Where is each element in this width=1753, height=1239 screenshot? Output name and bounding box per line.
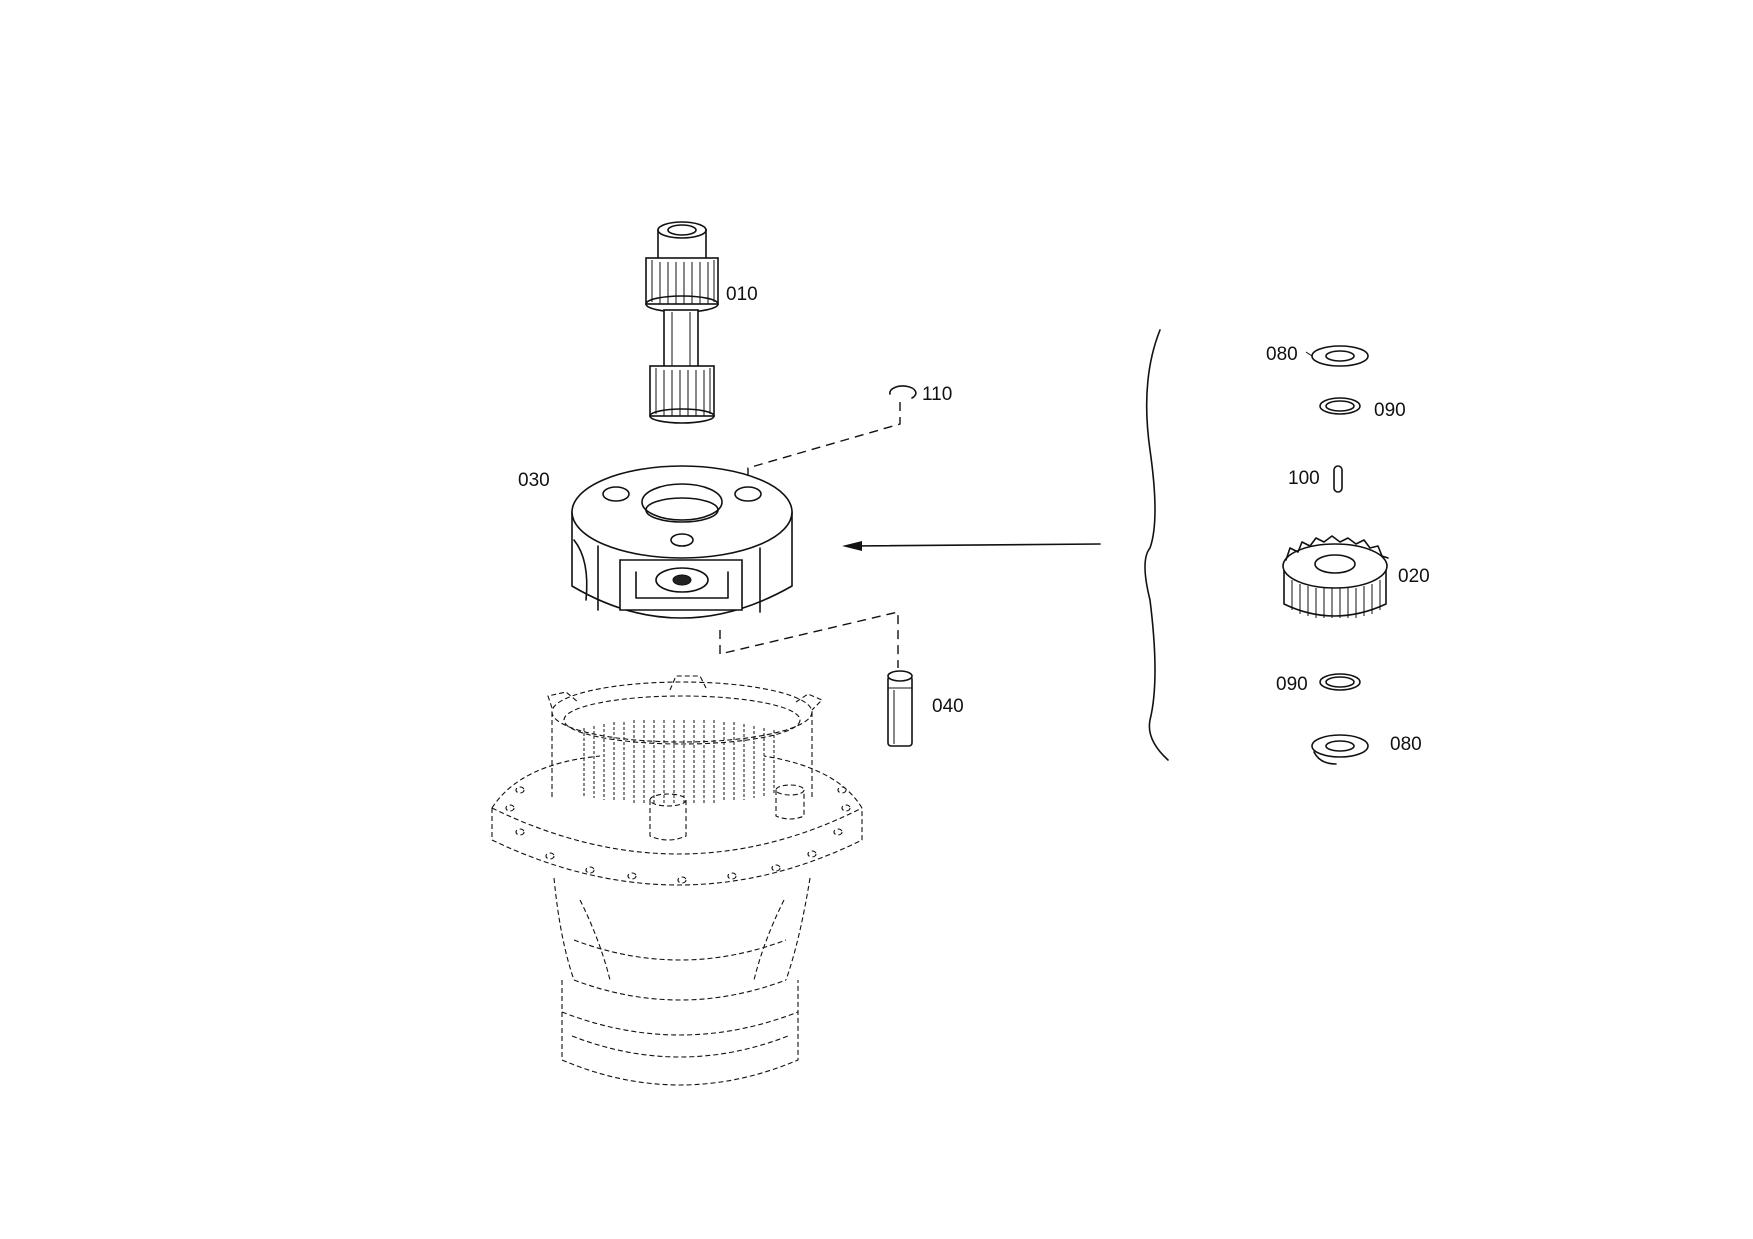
label-010: 010	[726, 284, 758, 305]
housing-ring-gear	[491, 675, 863, 1086]
part-100-roller	[1333, 465, 1343, 493]
label-080-bottom: 080	[1390, 734, 1422, 755]
part-040-planet-pin	[719, 611, 913, 747]
label-030: 030	[518, 470, 550, 491]
label-100: 100	[1288, 468, 1320, 489]
label-020: 020	[1398, 566, 1430, 587]
label-040: 040	[932, 696, 964, 717]
part-080-thrust-washer-bottom	[1311, 734, 1369, 765]
part-110-circlip	[747, 385, 917, 490]
label-090-top: 090	[1374, 400, 1406, 421]
assembly-arrow	[842, 541, 1101, 551]
part-080-thrust-washer-top	[1305, 345, 1369, 367]
part-030-planet-carrier	[571, 465, 793, 619]
group-brace	[1144, 329, 1169, 761]
part-090-ring-bottom	[1319, 673, 1361, 691]
label-090-bottom: 090	[1276, 674, 1308, 695]
part-090-ring-top	[1319, 397, 1361, 415]
part-020-planet-gear	[1282, 535, 1389, 618]
part-010-sun-gear-shaft	[645, 221, 719, 424]
label-110: 110	[922, 384, 952, 405]
label-080-top: 080	[1266, 344, 1298, 365]
